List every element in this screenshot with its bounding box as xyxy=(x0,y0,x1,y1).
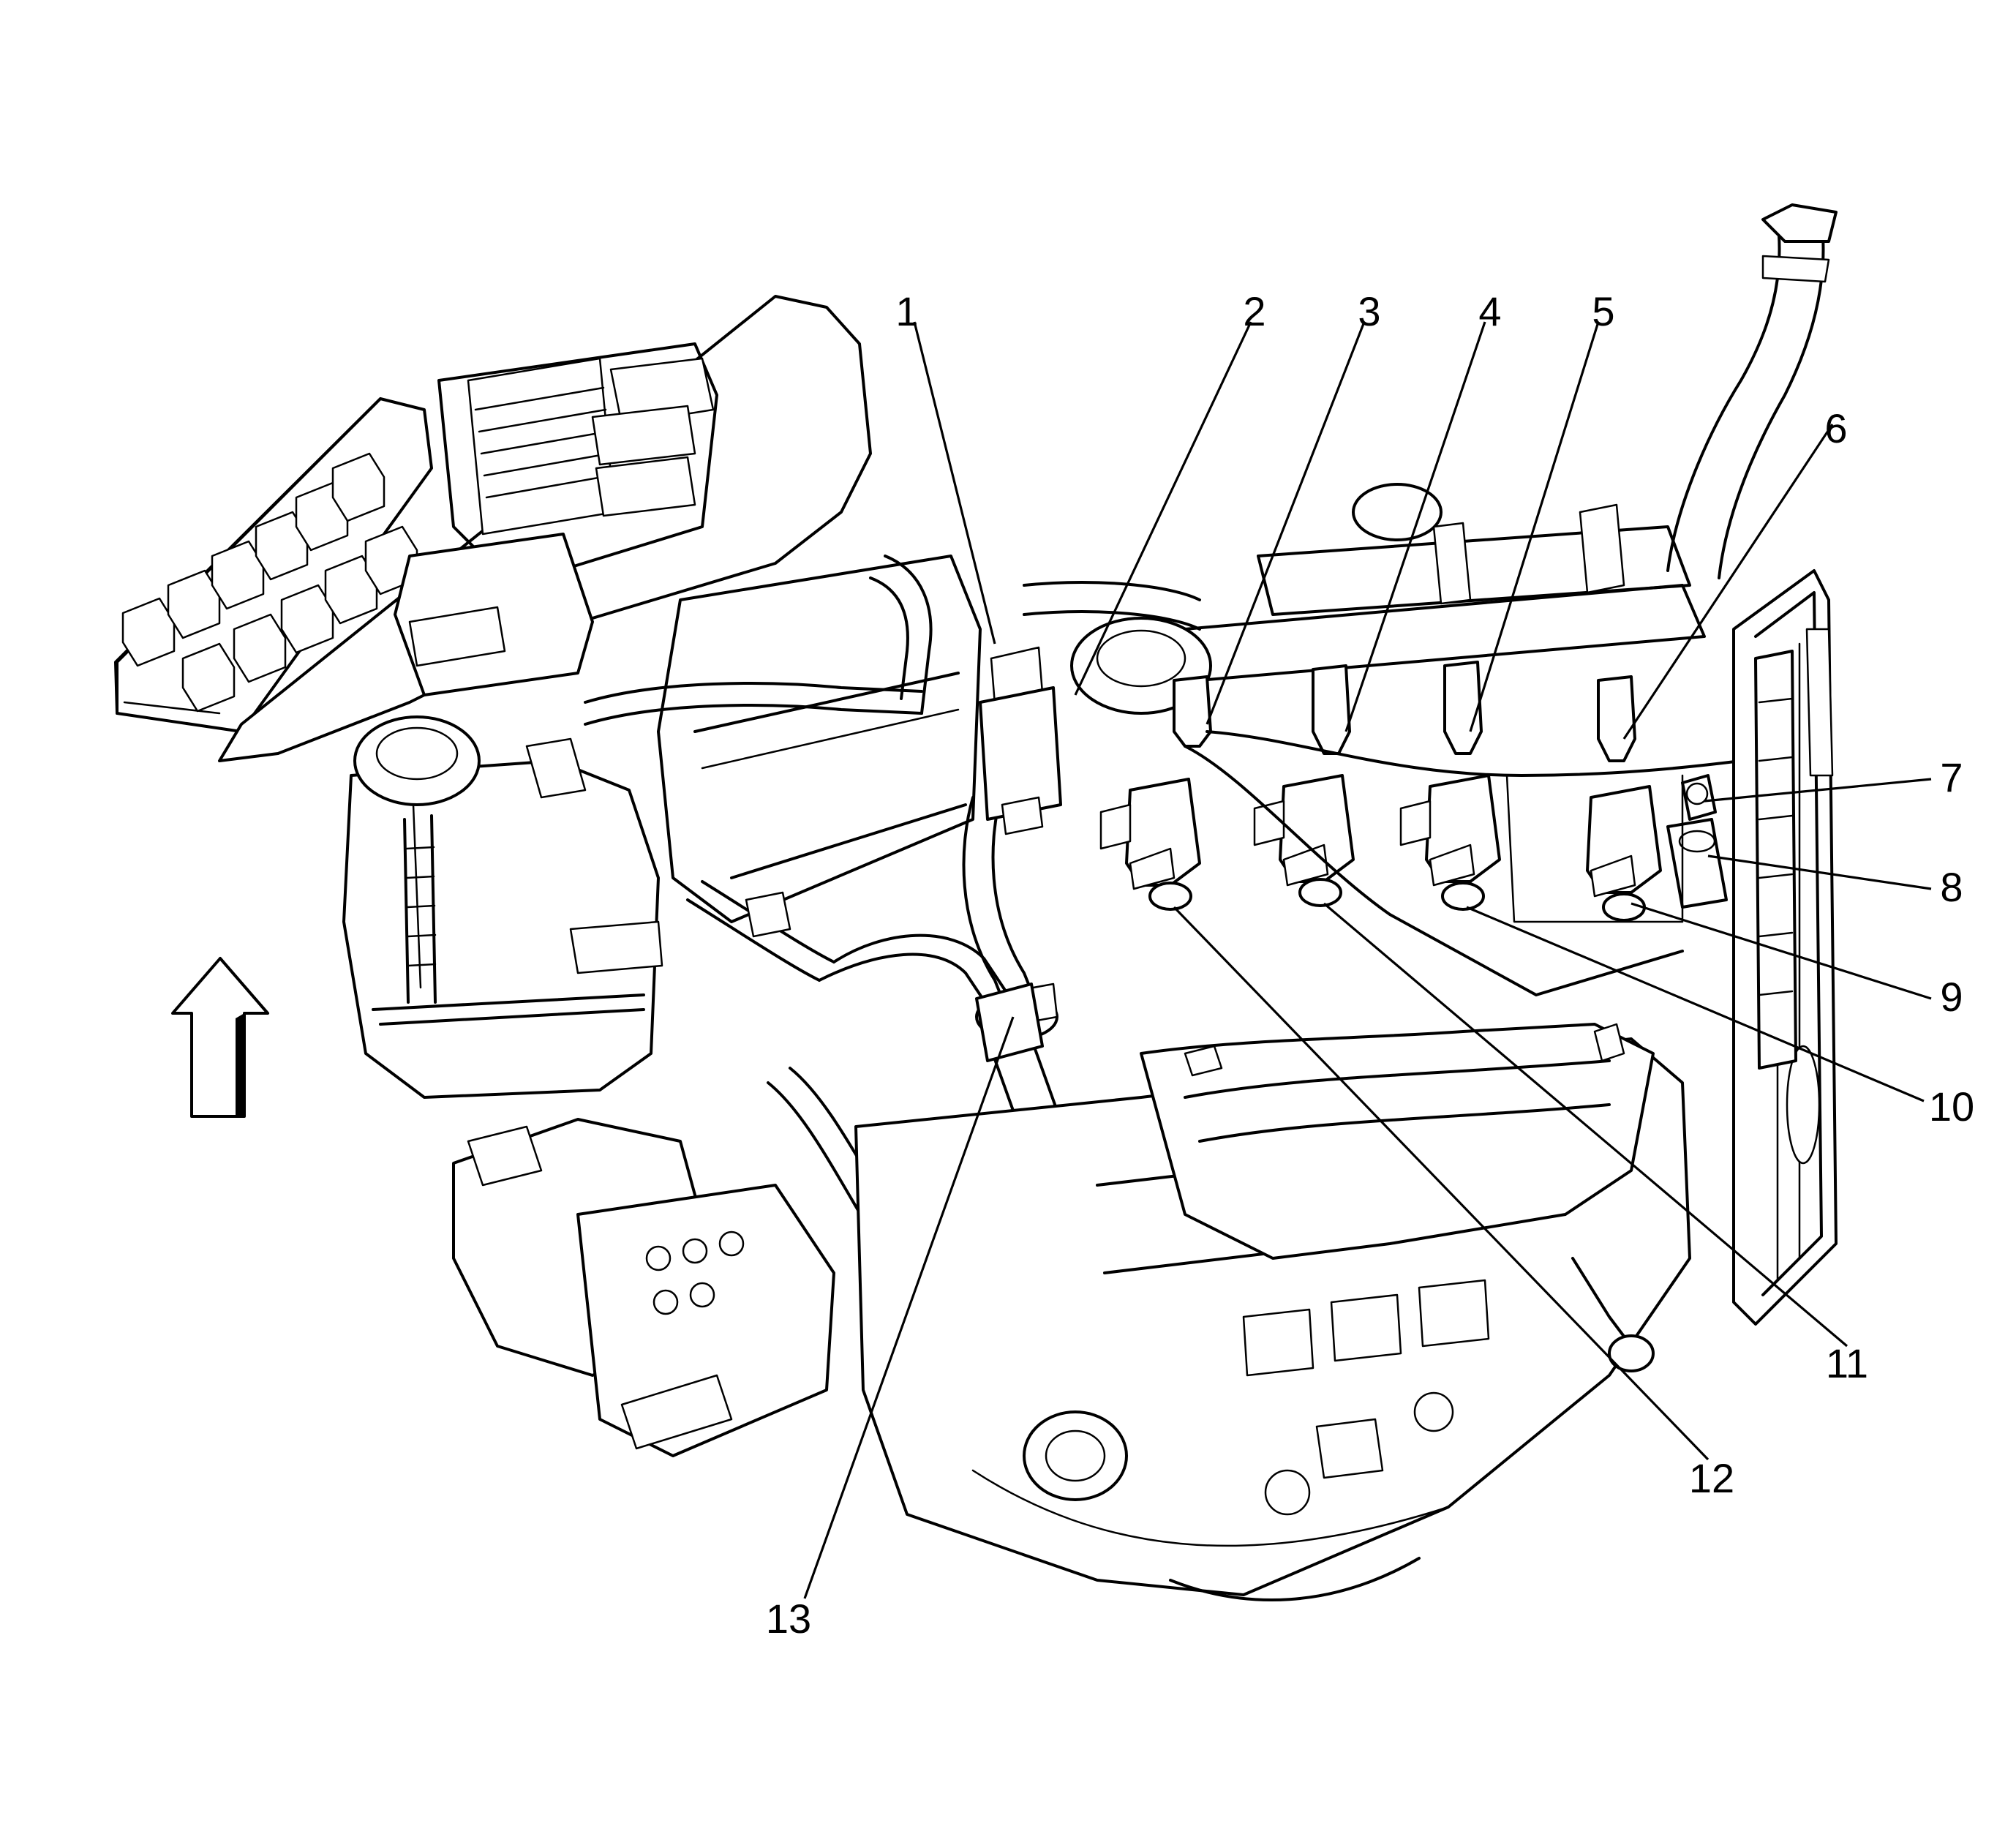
leader-7 xyxy=(1704,778,1932,803)
leader-11 xyxy=(1323,902,1848,1348)
radiator-hose-upper xyxy=(1666,203,1838,579)
up-arrow-icon xyxy=(171,957,269,1118)
ignition-coil-10 xyxy=(1399,774,1501,911)
cooling-fan xyxy=(1754,650,1797,1070)
callout-3: 3 xyxy=(1358,288,1380,334)
fuel-injector-4 xyxy=(1312,664,1351,755)
leader-6 xyxy=(1622,424,1834,740)
leader-4 xyxy=(1344,321,1486,732)
callout-4: 4 xyxy=(1478,288,1501,334)
sensor-housing xyxy=(1666,818,1728,909)
battery-tray xyxy=(657,555,982,923)
callout-8: 8 xyxy=(1940,864,1963,910)
callout-9: 9 xyxy=(1940,974,1963,1020)
abs-module xyxy=(452,1118,835,1457)
camshaft-sensor xyxy=(1681,774,1717,821)
leader-3 xyxy=(1206,321,1366,725)
leader-2 xyxy=(1074,321,1252,696)
fuel-injectors xyxy=(1173,661,1636,762)
fuel-injector-5 xyxy=(1443,661,1483,755)
hose-clamps xyxy=(745,646,1062,1062)
leader-12 xyxy=(1173,906,1710,1461)
fuel-injector-3 xyxy=(1173,675,1212,748)
relay-fuse-block xyxy=(114,397,433,733)
callout-12: 12 xyxy=(1689,1455,1734,1501)
callout-13: 13 xyxy=(766,1596,811,1642)
callout-1: 1 xyxy=(895,288,918,334)
leader-1 xyxy=(913,321,996,645)
callout-5: 5 xyxy=(1592,288,1614,334)
leader-5 xyxy=(1469,321,1600,732)
callout-10: 10 xyxy=(1929,1083,1974,1130)
leader-10 xyxy=(1466,906,1925,1102)
exhaust-heat-shield xyxy=(1140,1023,1655,1260)
leader-9 xyxy=(1631,902,1932,1000)
leader-8 xyxy=(1707,854,1932,890)
fuel-injector-6 xyxy=(1597,675,1636,762)
relay-row xyxy=(121,452,418,713)
leader-13 xyxy=(803,1016,1015,1599)
callout-7: 7 xyxy=(1940,754,1963,800)
valve-cover xyxy=(1184,730,1742,996)
callout-11: 11 xyxy=(1826,1340,1868,1386)
callout-2: 2 xyxy=(1243,288,1265,334)
callout-labels: 1 2 3 4 5 6 7 8 9 10 11 12 13 xyxy=(766,288,1974,1642)
ignition-coil-12 xyxy=(1099,778,1201,911)
callout-6: 6 xyxy=(1824,405,1847,451)
leader-lines xyxy=(803,321,1932,1599)
control-module-bracket xyxy=(218,295,872,762)
oxygen-sensor xyxy=(1571,1257,1655,1372)
coolant-reservoir xyxy=(342,715,663,1099)
ignition-coils xyxy=(1099,774,1662,922)
ignition-coil-9 xyxy=(1586,785,1662,922)
